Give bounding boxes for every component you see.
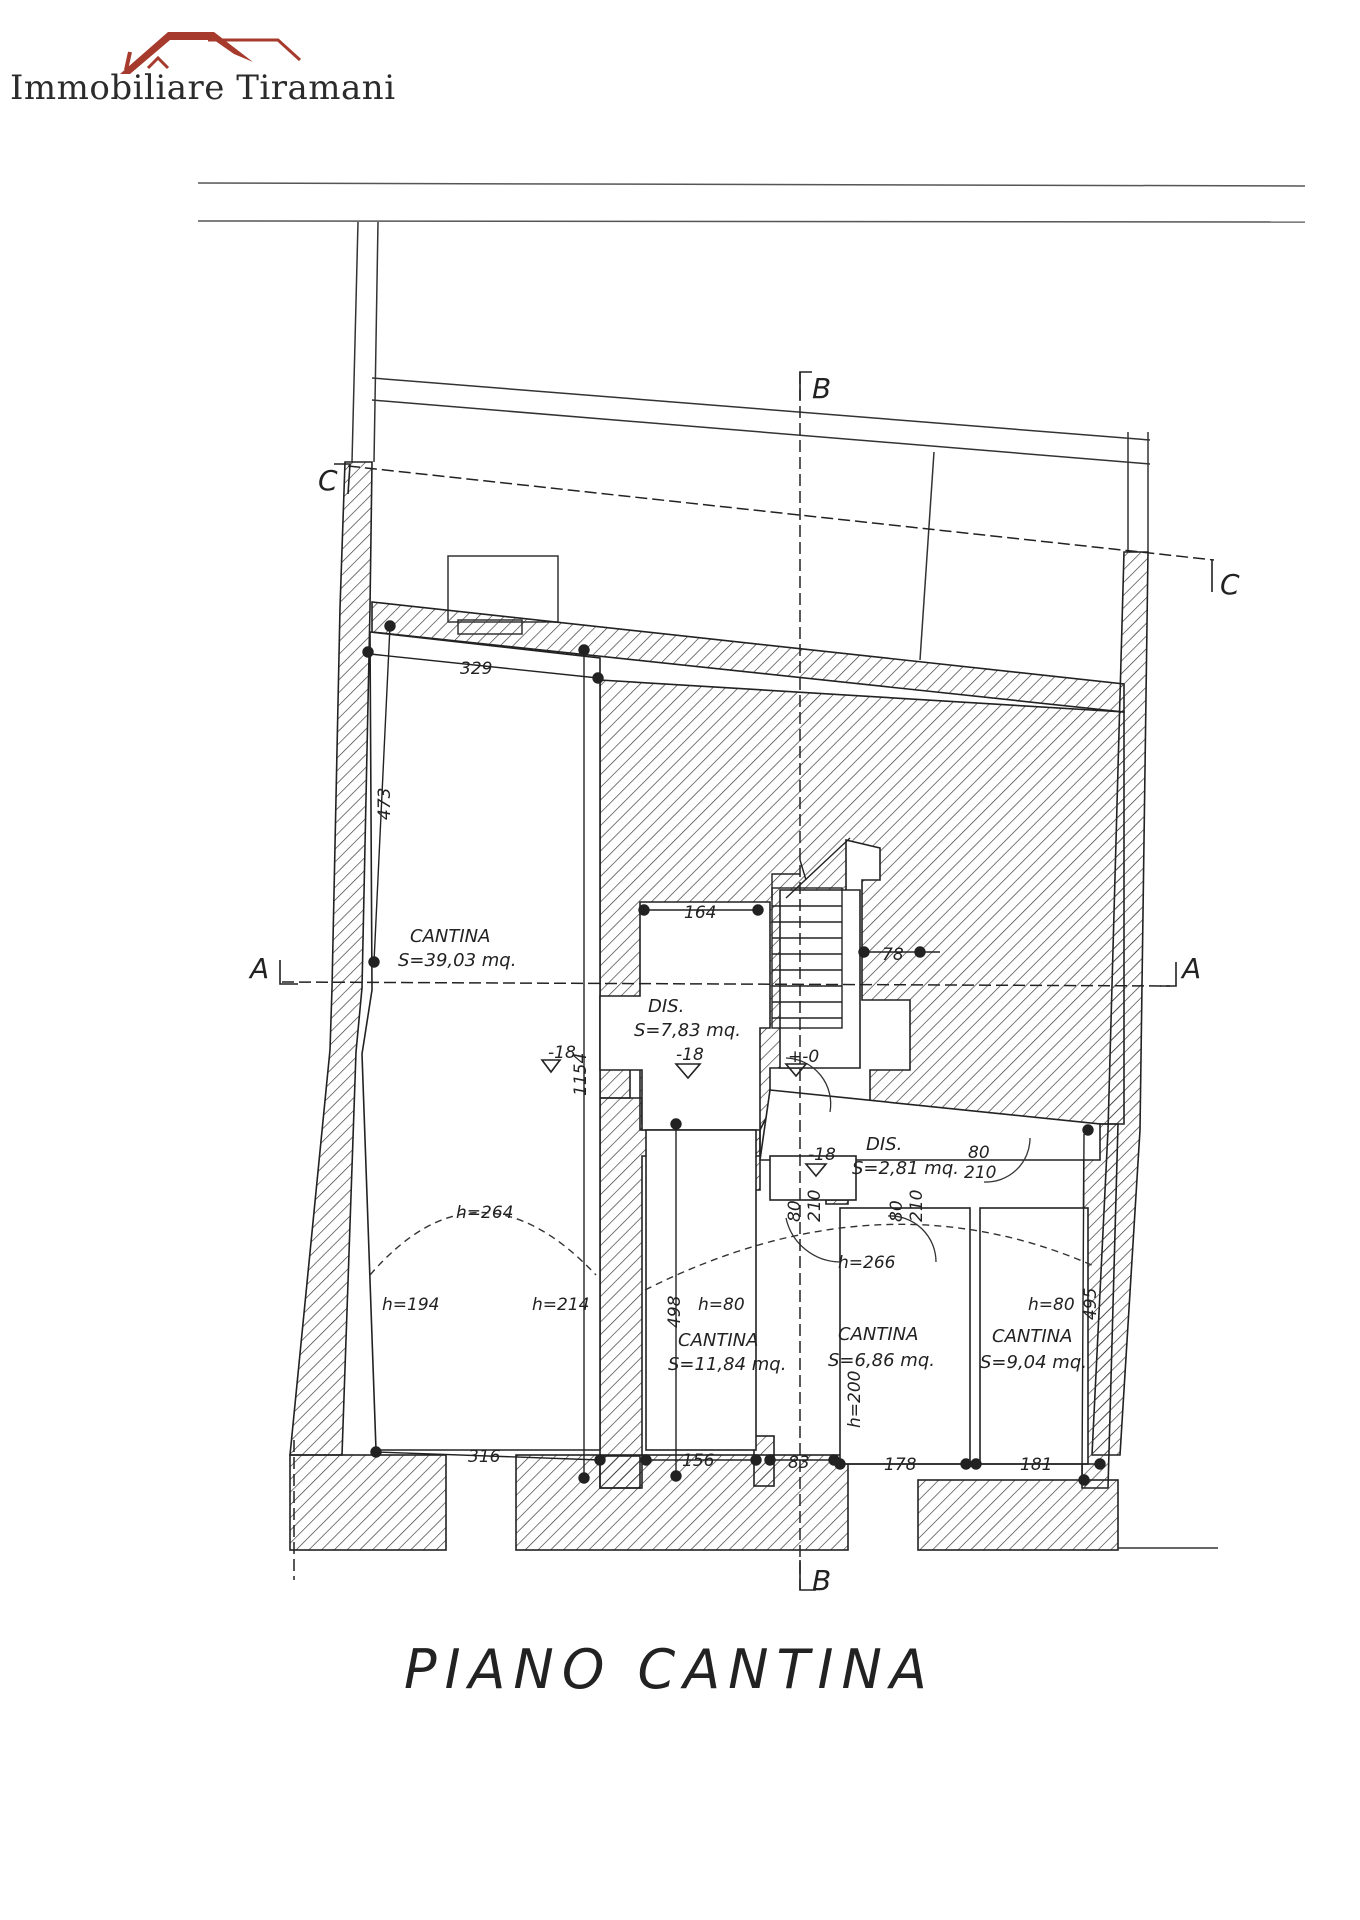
street-line	[197, 220, 1306, 223]
room-area-cantina-2: S=11,84 mq.	[668, 1354, 786, 1375]
room-area-dis-1: S=7,83 mq.	[634, 1020, 741, 1041]
height-h80-b: h=80	[1028, 1295, 1075, 1315]
door-height-1: 210	[964, 1163, 996, 1183]
dim-473: 473	[375, 788, 395, 820]
level-label-3: -18	[808, 1145, 836, 1165]
dim-164: 164	[684, 903, 716, 923]
section-label-c-right: C	[1220, 568, 1240, 601]
room-area-cantina-1: S=39,03 mq.	[398, 950, 516, 971]
dim-329: 329	[460, 659, 492, 679]
brand-name: Immobiliare Tiramani	[10, 68, 396, 108]
room-name-cantina-3: CANTINA	[838, 1324, 918, 1345]
dim-498: 498	[665, 1295, 685, 1328]
height-h264: h=264	[456, 1203, 513, 1223]
brand-logo	[8, 24, 408, 134]
door-height-2: 210	[805, 1190, 825, 1222]
room-voids	[361, 631, 1101, 1465]
section-label-b-bottom: B	[812, 1564, 831, 1597]
room-area-dis-2: S=2,81 mq.	[852, 1158, 959, 1179]
room-name-dis-1: DIS.	[648, 996, 684, 1017]
room-name-cantina-2: CANTINA	[678, 1330, 758, 1351]
plan-title: PIANO CANTINA	[404, 1638, 935, 1701]
door-width-1: 80	[968, 1143, 990, 1163]
vault-arcs	[369, 1211, 1095, 1291]
section-lines	[281, 372, 1215, 1590]
street-line	[197, 182, 1306, 187]
height-h214: h=214	[532, 1295, 589, 1315]
house-roof-icon	[120, 32, 302, 74]
section-label-a-right: A	[1180, 952, 1201, 985]
level-markers	[540, 1059, 828, 1178]
section-label-b-top: B	[812, 372, 831, 405]
dim-178: 178	[884, 1455, 917, 1475]
level-label-4: +-0	[788, 1047, 819, 1067]
room-name-cantina-1: CANTINA	[410, 926, 490, 947]
door-height-3: 210	[907, 1190, 927, 1222]
section-label-a-left: A	[248, 952, 269, 985]
courtyard-outline	[351, 221, 1151, 661]
height-h266: h=266	[838, 1253, 896, 1273]
room-area-cantina-3: S=6,86 mq.	[828, 1350, 935, 1371]
door-swings	[785, 1057, 1031, 1263]
dim-78: 78	[882, 945, 904, 965]
dim-181: 181	[1020, 1455, 1052, 1475]
level-label-1: -18	[548, 1043, 576, 1063]
height-h80-a: h=80	[698, 1295, 745, 1315]
room-name-dis-2: DIS.	[866, 1134, 902, 1155]
room-name-cantina-4: CANTINA	[992, 1326, 1072, 1347]
door-width-2: 80	[785, 1200, 805, 1222]
staircase	[771, 837, 851, 1029]
level-label-2: -18	[676, 1045, 704, 1065]
dimension-lines	[362, 620, 1106, 1486]
door-width-3: 80	[887, 1200, 907, 1222]
section-markers	[279, 371, 1213, 1591]
height-h200: h=200	[845, 1371, 865, 1428]
dim-495: 495	[1081, 1288, 1101, 1320]
dim-1154: 1154	[571, 1053, 591, 1096]
room-area-cantina-4: S=9,04 mq.	[980, 1352, 1087, 1373]
height-h194: h=194	[382, 1295, 439, 1315]
section-label-c-left: C	[318, 464, 338, 497]
dim-83: 83	[788, 1453, 810, 1473]
dim-156: 156	[682, 1451, 715, 1471]
dim-316: 316	[468, 1447, 501, 1467]
